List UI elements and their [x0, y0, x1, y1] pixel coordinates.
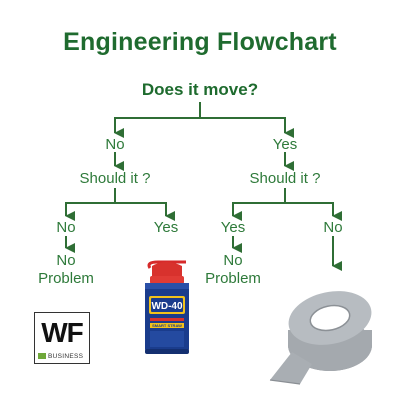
left-outcome-no-answer: No	[56, 219, 76, 236]
root-question: Does it move?	[141, 80, 259, 99]
wd40-can-icon: WD-40 SMART STRAW	[145, 260, 189, 354]
svg-text:WD-40: WD-40	[151, 301, 183, 312]
right-outcome-no-answer: No	[323, 219, 343, 236]
right-result-no-problem: No Problem	[205, 252, 261, 287]
logo-subtitle-row: BUSINESS	[38, 352, 83, 360]
left-outcome-yes-answer: Yes	[153, 219, 179, 236]
left-answer-no: No	[105, 136, 125, 153]
logo-accent-bar	[38, 353, 46, 359]
left-question: Should it ?	[79, 170, 151, 187]
right-question: Should it ?	[249, 170, 321, 187]
flowchart-title: Engineering Flowchart	[63, 28, 337, 56]
logo-letters: WF	[41, 317, 84, 348]
logo-subtitle: BUSINESS	[48, 352, 84, 360]
wf-business-logo: WF BUSINESS	[34, 312, 90, 364]
left-result-no-problem: No Problem	[38, 252, 94, 287]
svg-text:SMART STRAW: SMART STRAW	[152, 323, 182, 328]
right-outcome-yes-answer: Yes	[220, 219, 246, 236]
right-answer-yes: Yes	[272, 136, 298, 153]
duct-tape-icon	[269, 291, 372, 385]
